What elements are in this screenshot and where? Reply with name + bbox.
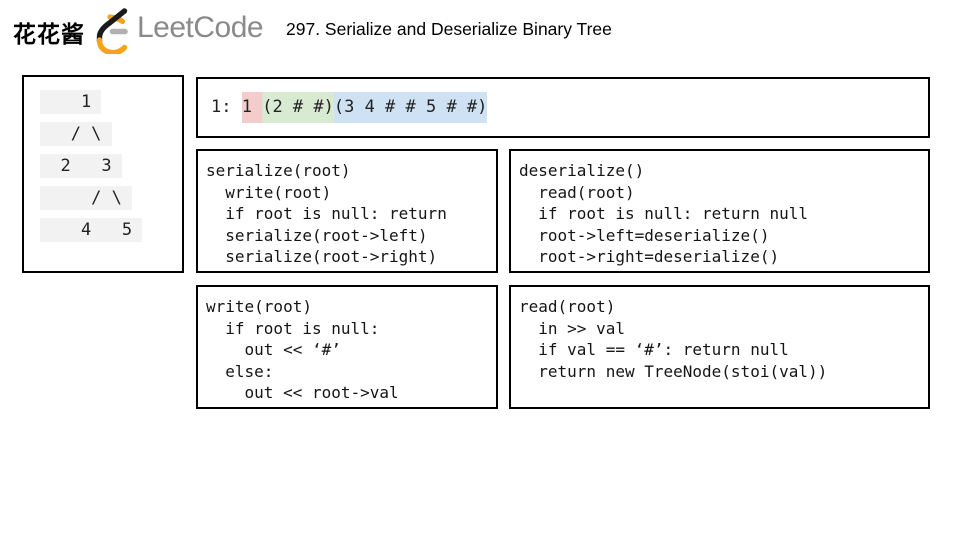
serialize-pseudocode-panel: serialize(root) write(root) if root is n… <box>196 149 498 273</box>
tree-panel: 1 / \ 2 3 / \ 4 5 <box>22 75 184 273</box>
read-pseudocode: read(root) in >> val if val == ‘#’: retu… <box>519 297 828 381</box>
serialized-string-line: 1: 1 (2 # #)(3 4 # # 5 # #) <box>211 92 928 123</box>
deserialize-pseudocode-panel: deserialize() read(root) if root is null… <box>509 149 930 273</box>
serialized-segment-root: 1 <box>241 92 263 123</box>
tree-ascii-line: / \ <box>40 122 112 146</box>
write-pseudocode-panel: write(root) if root is null: out << ‘#’ … <box>196 285 498 409</box>
leetcode-logo-text: LeetCode <box>137 11 264 44</box>
write-pseudocode: write(root) if root is null: out << ‘#’ … <box>206 297 399 402</box>
deserialize-pseudocode: deserialize() read(root) if root is null… <box>519 161 808 266</box>
tree-ascii: 1 / \ 2 3 / \ 4 5 <box>40 90 182 242</box>
serialize-pseudocode: serialize(root) write(root) if root is n… <box>206 161 447 266</box>
tree-ascii-line: 4 5 <box>40 218 143 242</box>
tree-ascii-line: / \ <box>40 186 133 210</box>
leetcode-logo-icon <box>96 8 128 54</box>
serialized-segment-right-subtree: (3 4 # # 5 # #) <box>333 92 488 123</box>
brand-text: 花花酱 <box>13 21 85 47</box>
serialized-segment-left-subtree: (2 # #) <box>262 92 334 123</box>
page-title: 297. Serialize and Deserialize Binary Tr… <box>286 19 612 39</box>
tree-ascii-line: 2 3 <box>40 154 122 178</box>
read-pseudocode-panel: read(root) in >> val if val == ‘#’: retu… <box>509 285 930 409</box>
serialized-string-panel: 1: 1 (2 # #)(3 4 # # 5 # #) <box>196 77 930 138</box>
serialized-prefix: 1: <box>211 97 242 117</box>
tree-ascii-line: 1 <box>40 90 102 114</box>
